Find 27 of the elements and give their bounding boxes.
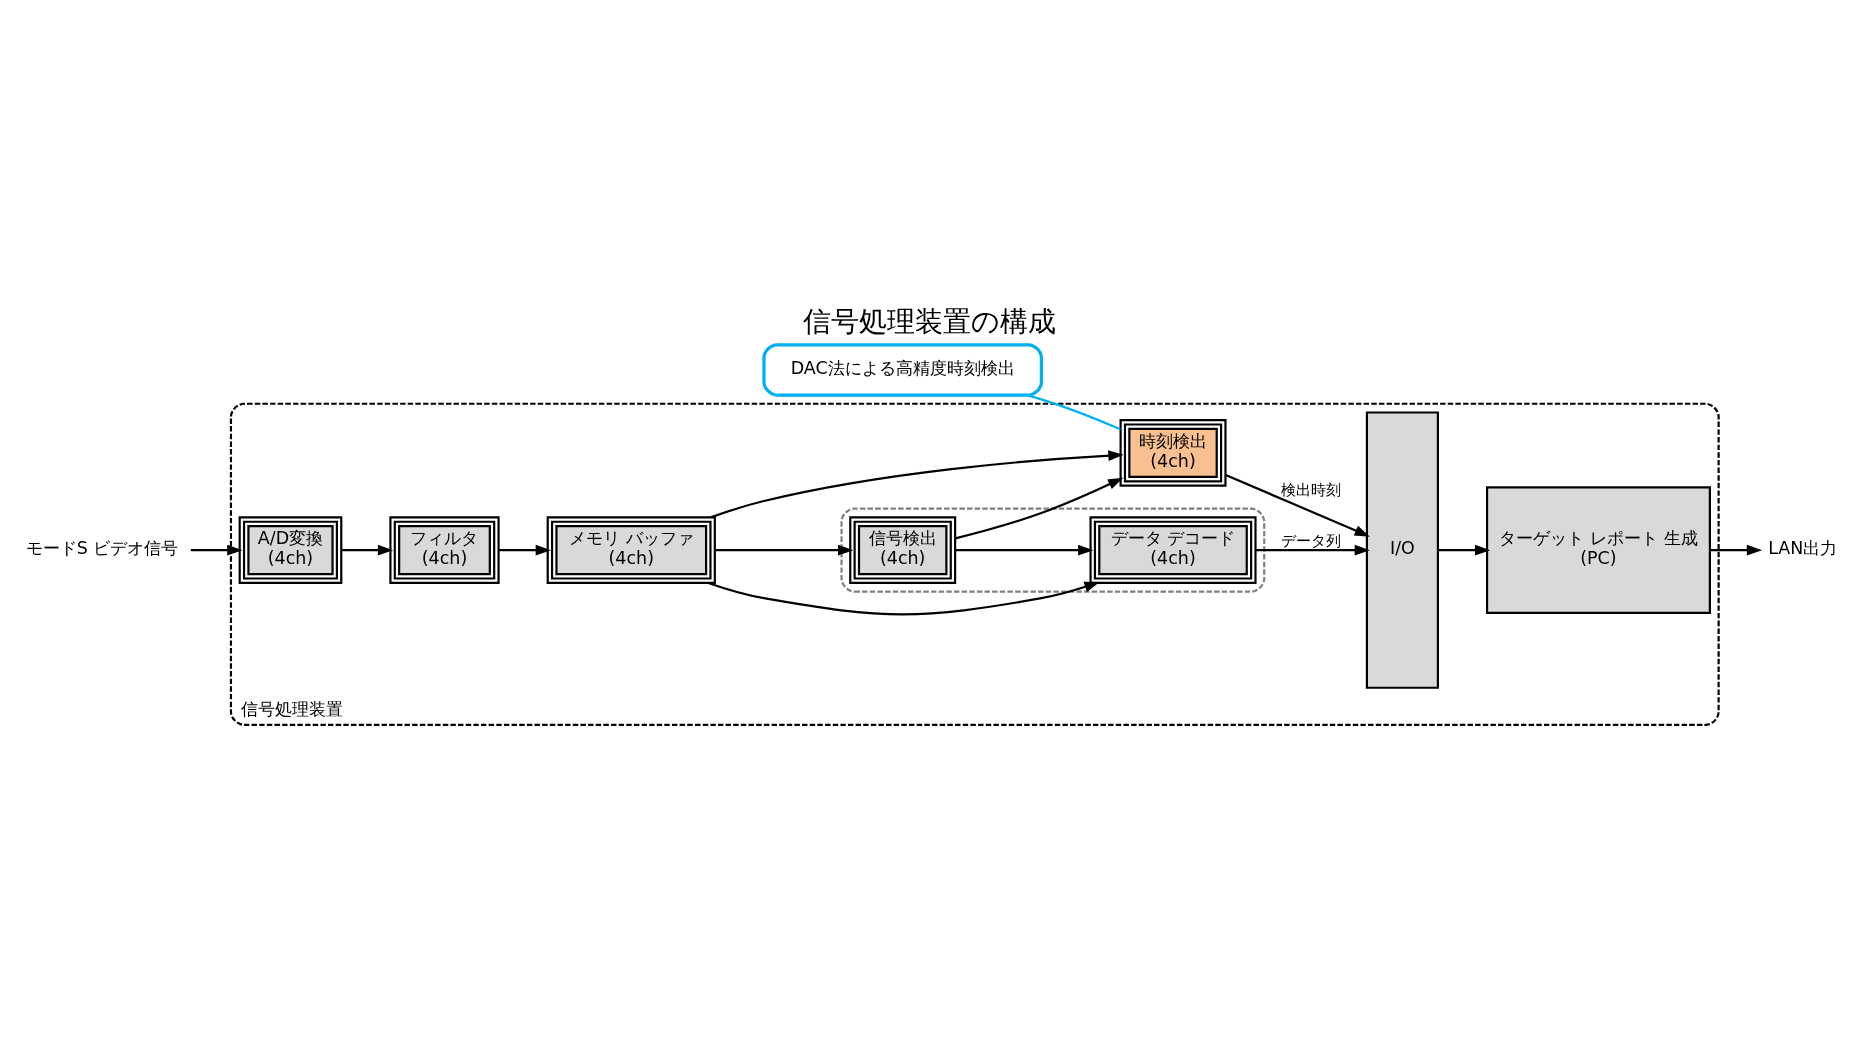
- node-text: モードS ビデオ信号: [25, 537, 179, 558]
- node-box: 時刻検出 (4ch): [1119, 418, 1227, 487]
- arrow: [1710, 544, 1763, 555]
- diagram-title: 信号処理装置の構成: [803, 304, 1057, 338]
- arrow: [1438, 544, 1491, 555]
- edge-label: データ列: [1281, 531, 1342, 550]
- node-box: 信号検出 (4ch): [849, 515, 957, 584]
- arrow: [498, 544, 551, 555]
- arrow: [955, 477, 1124, 539]
- node-box: DAC法による高精度時刻検出: [762, 342, 1044, 397]
- node-box: A/D変換 (4ch): [238, 515, 343, 584]
- node-box: ターゲット レポート 生成 (PC): [1485, 485, 1711, 614]
- node-box: メモリ バッファ (4ch): [546, 515, 716, 584]
- node-box: I/O: [1365, 410, 1439, 689]
- arrow: [714, 544, 854, 555]
- arrow: [1225, 473, 1370, 537]
- arrow: [708, 581, 1100, 615]
- arrow: [341, 544, 394, 555]
- node-text: LAN出力: [1768, 537, 1838, 558]
- edge-label: 検出時刻: [1281, 480, 1342, 499]
- arrow: [1255, 544, 1370, 555]
- connector: [1026, 393, 1121, 430]
- node-box: データ デコード (4ch): [1089, 515, 1257, 584]
- arrow: [190, 544, 243, 555]
- node-box: フィルタ (4ch): [389, 515, 500, 584]
- arrow: [710, 449, 1124, 518]
- arrow: [955, 544, 1094, 555]
